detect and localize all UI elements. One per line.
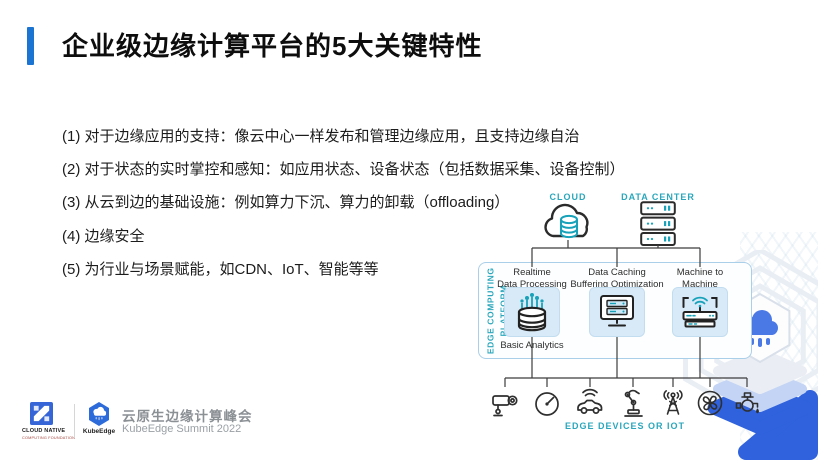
feature-1-icon-box [504, 287, 560, 337]
wireless-router-icon [682, 296, 718, 328]
bullet-2: (2) 对于状态的实时掌控和感知：如应用状态、设备状态（包括数据采集、设备控制） [62, 161, 625, 178]
data-center-server-icon [640, 201, 676, 246]
bullet-5: (5) 为行业与场景赋能，如CDN、IoT、智能等等 [62, 261, 379, 278]
connector-lines [504, 240, 748, 387]
kubeedge-3d-logo-decoration [683, 250, 818, 460]
connected-car-icon [577, 388, 603, 414]
blue-cloud-icon [743, 310, 778, 347]
basic-analytics-label: Basic Analytics [500, 340, 564, 351]
gauge-meter-icon [535, 392, 559, 416]
cncf-name: CLOUD NATIVE [22, 428, 66, 434]
page-title: 企业级边缘计算平台的5大关键特性 [62, 31, 483, 61]
kubeedge-wordmark: KubeEdge [82, 428, 116, 435]
summit-title-cn: 云原生边缘计算峰会 [122, 409, 253, 424]
feature-3-icon-box [672, 287, 728, 337]
fan-icon [697, 390, 723, 416]
edge-devices-label: EDGE DEVICES OR IOT [564, 421, 686, 431]
cncf-subname: COMPUTING FOUNDATION [22, 436, 76, 440]
title-accent-bar [27, 27, 34, 65]
edge-architecture-diagram: CLOUD DATA CENTER [465, 190, 765, 458]
analytics-database-icon [517, 293, 547, 332]
bullet-4: (4) 边缘安全 [62, 228, 145, 245]
cncf-logo [30, 402, 53, 425]
summit-title-en: KubeEdge Summit 2022 [122, 423, 242, 435]
cloud-label: CLOUD [549, 192, 587, 202]
footer-divider [74, 404, 75, 438]
feature-2-icon-box [589, 287, 645, 337]
signal-tower-icon [663, 390, 683, 415]
robotic-arm-icon [624, 389, 643, 417]
data-center-label: DATA CENTER [621, 192, 695, 202]
bullet-1: (1) 对于边缘应用的支持：像云中心一样发布和管理边缘应用，且支持边缘自治 [62, 128, 580, 145]
bullet-3: (3) 从云到边的基础设施：例如算力下沉、算力的卸载（offloading） [62, 194, 510, 211]
cctv-camera-icon [492, 395, 518, 417]
cloud-database-icon [544, 203, 589, 239]
industrial-valve-icon [735, 392, 759, 414]
kubeedge-logo [89, 402, 109, 426]
caching-server-monitor-icon [600, 295, 634, 327]
